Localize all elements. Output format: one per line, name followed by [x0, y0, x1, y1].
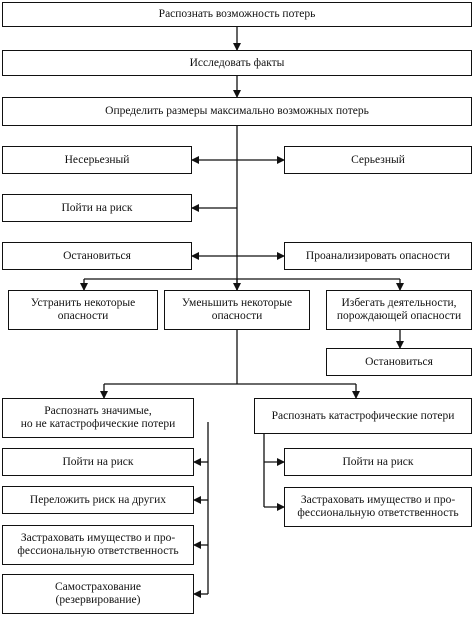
box-significant-losses: Распознать значимые, но не катастрофичес…: [2, 398, 194, 438]
box-insure-right: Застраховать имущество и про- фессиональ…: [284, 487, 472, 527]
box-serious: Серьезный: [284, 146, 472, 174]
box-recognize-loss: Распознать возможность потерь: [2, 2, 472, 27]
box-reduce-dangers: Уменьшить некоторые опасности: [164, 290, 310, 330]
box-insure-left: Застраховать имущество и про- фессиональ…: [2, 525, 194, 565]
box-take-risk-top: Пойти на риск: [2, 194, 192, 222]
box-take-risk-right: Пойти на риск: [284, 448, 472, 476]
box-self-insurance: Самострахование (резервирование): [2, 574, 194, 614]
box-analyze-dangers: Проанализировать опасности: [284, 242, 472, 270]
box-transfer-risk: Переложить риск на других: [2, 486, 194, 514]
box-nonserious: Несерьезный: [2, 146, 192, 174]
box-avoid-activity: Избегать деятельности, порождающей опасн…: [326, 290, 472, 330]
box-take-risk-left: Пойти на риск: [2, 448, 194, 476]
box-determine-max-loss: Определить размеры максимально возможных…: [2, 97, 472, 126]
box-investigate-facts: Исследовать факты: [2, 50, 472, 76]
box-stop-right: Остановиться: [326, 348, 472, 376]
box-catastrophic-losses: Распознать катастрофические потери: [254, 398, 472, 434]
box-stop-left: Остановиться: [2, 242, 192, 270]
box-eliminate-dangers: Устранить некоторые опасности: [8, 290, 158, 330]
